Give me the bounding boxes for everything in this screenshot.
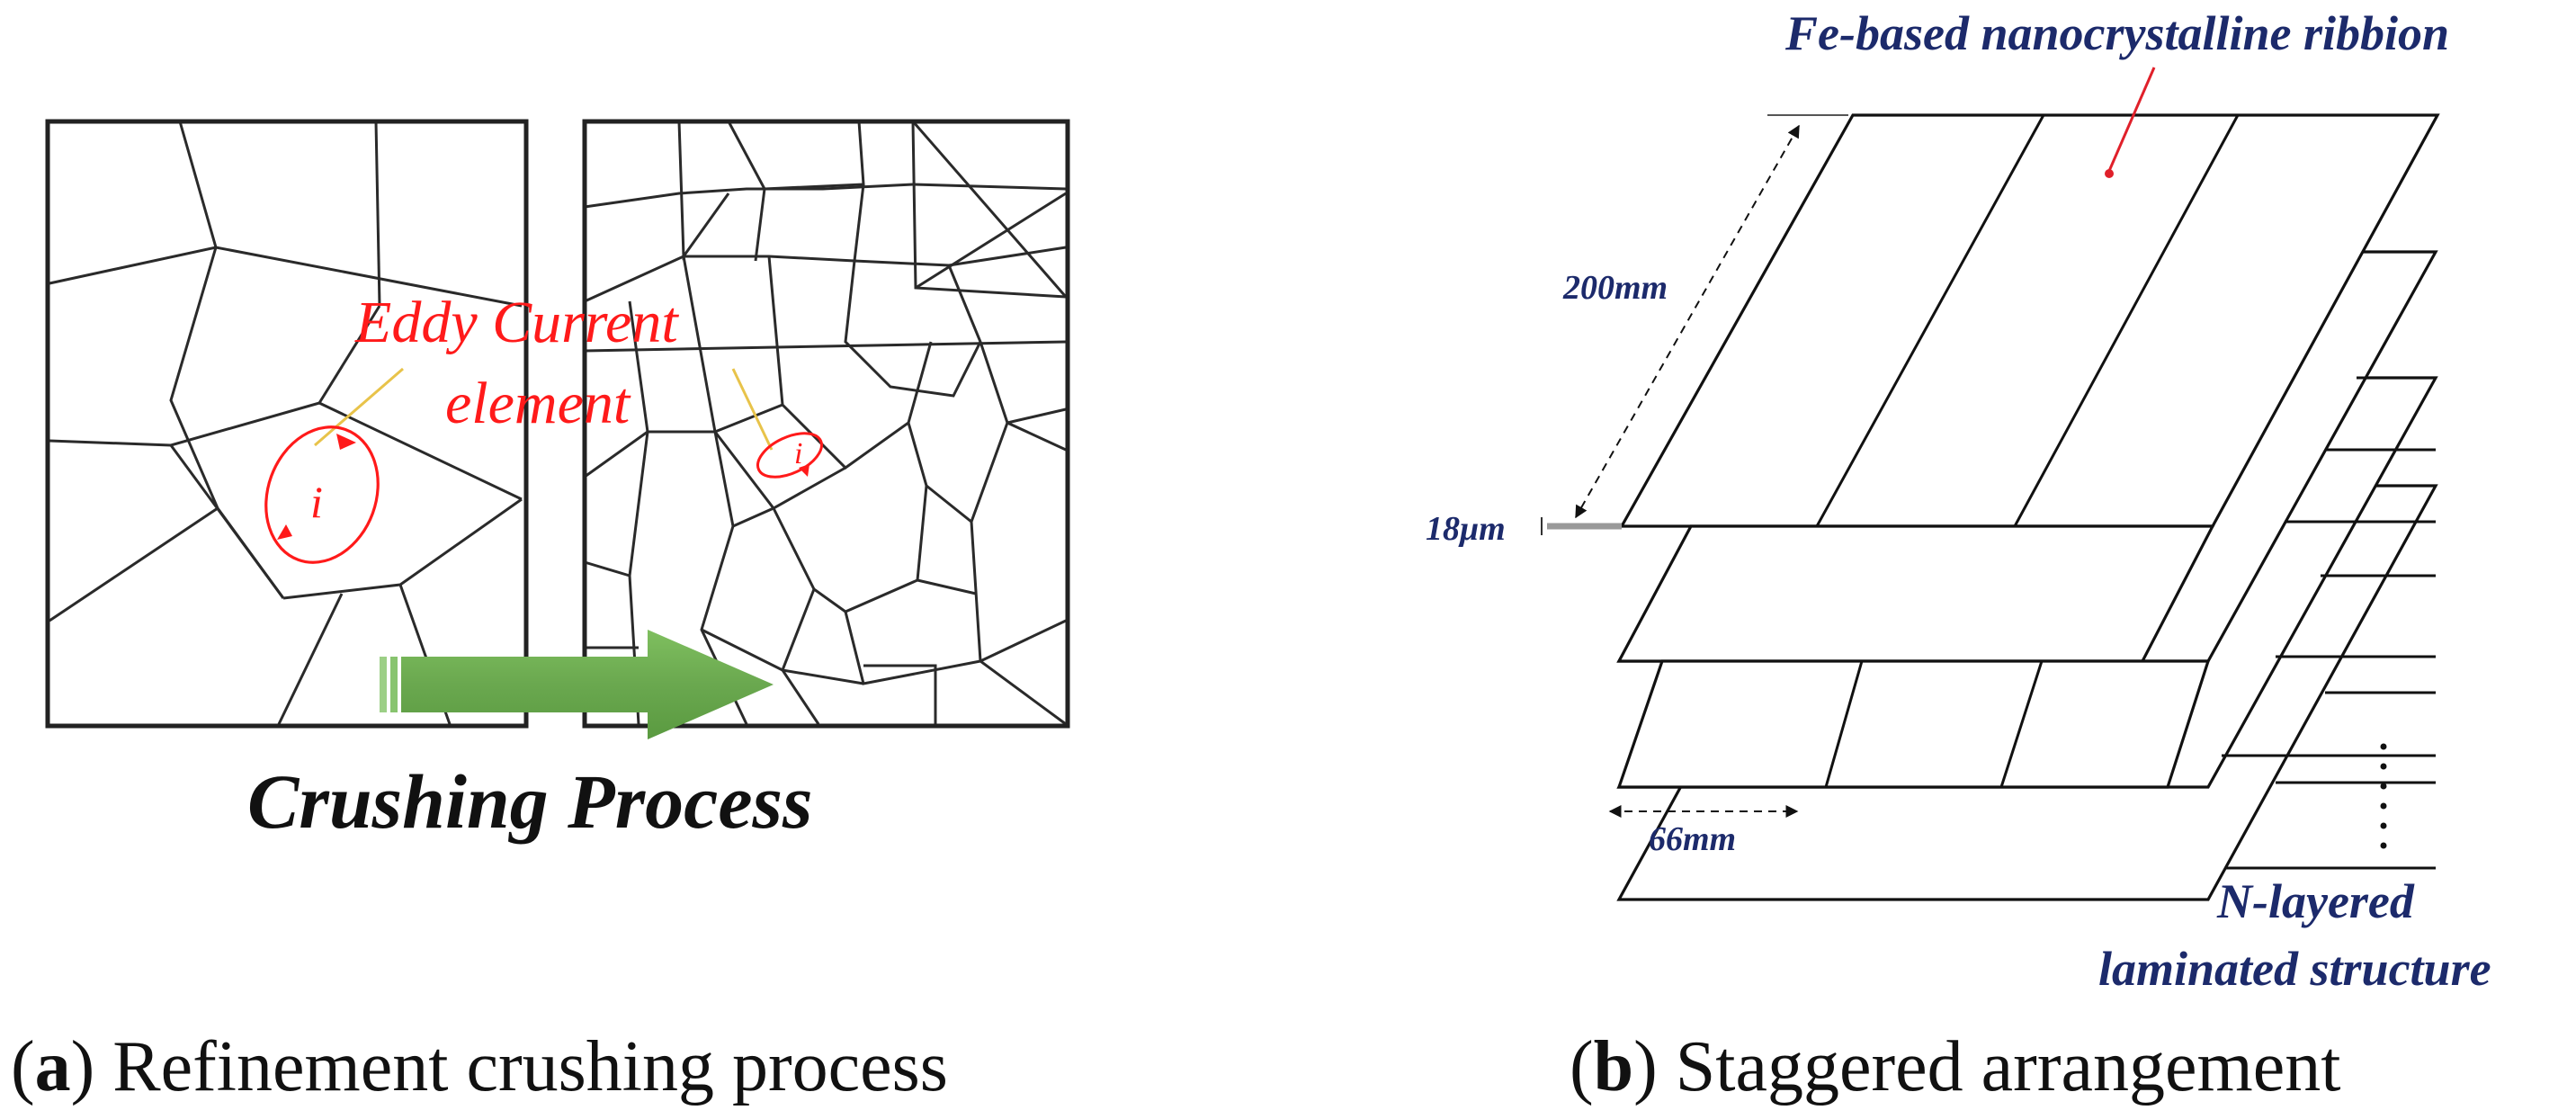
more-layers-dots: [2380, 743, 2387, 849]
crushing-process-label: Crushing Process: [247, 758, 812, 845]
eddy-current-symbol-right: i: [794, 437, 802, 470]
ribbon-pointer-dot: [2105, 169, 2114, 178]
eddy-current-symbol-left: i: [310, 477, 323, 527]
eddy-loop-right: [756, 432, 823, 479]
length-label: 200mm: [1562, 269, 1668, 307]
ribbon-label: Fe-based nanocrystalline ribbion: [1784, 6, 2449, 60]
eddy-loop-left-arrowhead-top: [336, 434, 356, 450]
eddy-current-label-line2: element: [445, 371, 631, 436]
eddy-loop-left: [264, 425, 380, 564]
coarse-mesh: [49, 121, 523, 725]
caption-b: (b) Staggered arrangement: [1570, 1027, 2340, 1106]
refined-mesh: [584, 121, 1068, 726]
thickness-label: 18μm: [1426, 510, 1506, 548]
width-label: 66mm: [1649, 820, 1736, 858]
eddy-loop-right-arrowhead: [799, 464, 809, 477]
leader-line-left: [314, 367, 404, 447]
eddy-loop-left-arrowhead-bottom: [277, 524, 292, 540]
panel-b-diagram: Fe-based nanocrystalline ribbion 200mm 1…: [1426, 6, 2491, 996]
structure-label-line1: N-layered: [2216, 874, 2415, 928]
length-dimension-line: [1575, 124, 1800, 519]
coarse-mesh-frame: [45, 119, 529, 729]
structure-label-line2: laminated structure: [2098, 942, 2491, 996]
panel-a-diagram: i i Eddy Current element Crushing Proces…: [45, 119, 1070, 845]
caption-a: (a) Refinement crushing process: [11, 1027, 948, 1106]
leader-line-right: [731, 368, 774, 451]
process-arrow: [380, 630, 774, 739]
eddy-current-label-line1: Eddy Current: [354, 290, 679, 355]
refined-mesh-frame: [582, 119, 1070, 729]
ribbon-pointer: [2107, 67, 2156, 172]
